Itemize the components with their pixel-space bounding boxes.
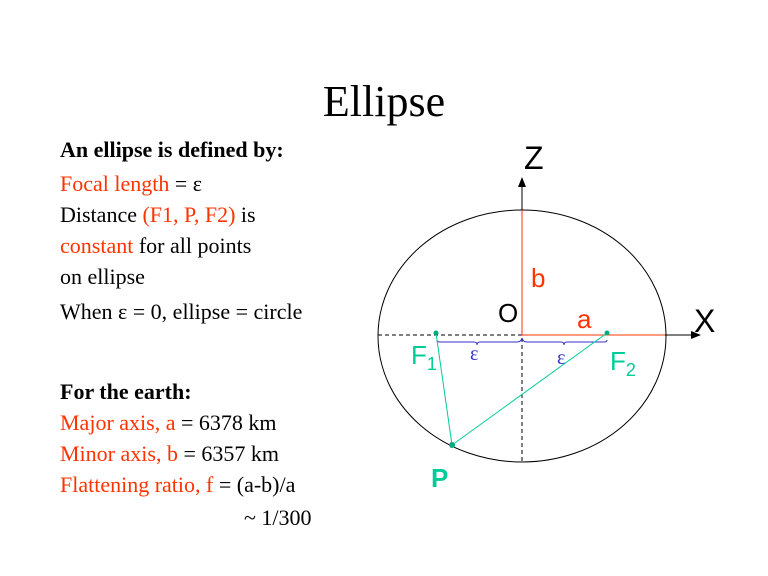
f1-label: F1	[411, 340, 437, 379]
minor-axis: Minor axis, b = 6357 km	[60, 439, 279, 469]
line-f1-p	[435, 332, 453, 446]
focal-length-text: Focal length	[60, 171, 170, 196]
major-axis-value: = 6378 km	[175, 410, 277, 435]
epsilon-right-label: ε	[557, 347, 566, 369]
line-p-f2	[451, 332, 608, 446]
epsilon-left-label: ε	[470, 343, 479, 365]
major-axis: Major axis, a = 6378 km	[60, 408, 277, 438]
minor-axis-label: Minor axis, b	[60, 441, 178, 466]
definition-line-1: Focal length = ε	[60, 169, 202, 199]
definition-line-2: Distance (F1, P, F2) is	[60, 200, 256, 230]
flattening-label: Flattening ratio, f	[60, 472, 214, 497]
definition-line-3: constant for all points	[60, 231, 251, 261]
focus-f2-point	[604, 330, 610, 336]
major-axis-label: Major axis, a	[60, 410, 176, 435]
constant-text: constant	[60, 233, 134, 258]
point-p	[449, 442, 455, 448]
distance-points: (F1, P, F2)	[142, 202, 236, 227]
flattening-formula: = (a-b)/a	[213, 472, 296, 497]
x-axis-label: X	[694, 303, 716, 339]
distance-is: is	[235, 202, 256, 227]
distance-text: Distance	[60, 202, 143, 227]
a-label: a	[577, 304, 592, 334]
f1-subscript: 1	[426, 354, 437, 375]
definition-line-5: When ε = 0, ellipse = circle	[60, 299, 303, 324]
f2-subscript: 2	[625, 360, 636, 381]
minor-axis-value: = 6357 km	[177, 441, 279, 466]
f2-letter: F	[610, 346, 626, 376]
focal-length-value: = ε	[169, 171, 203, 196]
flattening-ratio: Flattening ratio, f = (a-b)/a	[60, 470, 295, 500]
focus-f1-point	[433, 330, 439, 336]
f1-letter: F	[411, 340, 427, 370]
epsilon-brace-left	[436, 337, 523, 346]
earth-heading: For the earth:	[60, 379, 192, 404]
epsilon-brace-right	[521, 337, 608, 346]
z-axis-label: Z	[524, 140, 544, 176]
origin-label: O	[498, 298, 519, 328]
flattening-approx: ~ 1/300	[244, 505, 312, 530]
p-label: P	[431, 463, 449, 493]
f2-label: F2	[610, 346, 636, 385]
slide-title: Ellipse	[322, 77, 446, 126]
for-all-points: for all points	[133, 233, 252, 258]
definition-heading: An ellipse is defined by:	[60, 137, 284, 162]
b-label: b	[531, 263, 546, 293]
definition-line-4: on ellipse	[60, 264, 145, 289]
